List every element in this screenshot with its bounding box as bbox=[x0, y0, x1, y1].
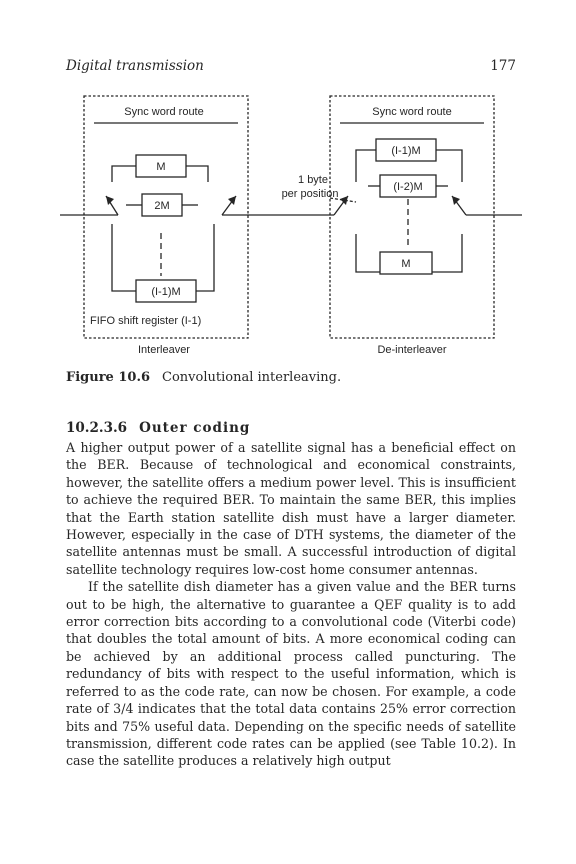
interleaver-cell-2 bbox=[141, 193, 183, 217]
deinterleaver-cell-2 bbox=[379, 174, 437, 198]
deinterleaver-sync-label: Sync word route bbox=[372, 106, 451, 118]
deinterleaver-cell-1-label: (I-1)M bbox=[391, 145, 420, 157]
deinterleaver-input-arrowhead bbox=[340, 196, 348, 205]
deinterleaver-cell-2-label: (I-2)M bbox=[393, 181, 422, 193]
deinterleaver-frame bbox=[329, 95, 495, 339]
interleaver-frame bbox=[83, 95, 249, 339]
running-head-title: Digital transmission bbox=[66, 58, 204, 74]
fifo-label: FIFO shift register (I-1) bbox=[90, 315, 201, 327]
section-title: Outer coding bbox=[139, 420, 251, 436]
interleaver-cell-3 bbox=[135, 279, 197, 303]
deinterleaver-cell-1 bbox=[375, 138, 437, 162]
annotation-line-1: 1 byte bbox=[298, 174, 328, 186]
interleaver-sync-label: Sync word route bbox=[124, 106, 203, 118]
interleaver-cell-2-label: 2M bbox=[154, 200, 169, 212]
output-commutator-arrowhead bbox=[228, 196, 236, 205]
paragraph: If the satellite dish diameter has a giv… bbox=[66, 579, 516, 769]
section-number: 10.2.3.6 bbox=[66, 420, 128, 436]
deinterleaver-output-arrowhead bbox=[452, 196, 460, 205]
page-number: 177 bbox=[490, 58, 516, 74]
annotation-leader bbox=[329, 197, 357, 203]
interleaver-caption-label: Interleaver bbox=[138, 344, 190, 356]
figure-caption: Figure 10.6 Convolutional interleaving. bbox=[66, 370, 341, 385]
paragraph: A higher output power of a satellite sig… bbox=[66, 440, 516, 577]
figure-caption-text: Convolutional interleaving. bbox=[162, 370, 342, 385]
interleaver-route-3-right bbox=[196, 224, 215, 292]
interleaver-route-1-left bbox=[111, 165, 136, 182]
running-head: Digital transmission 177 bbox=[66, 58, 516, 78]
figure-number: Figure 10.6 bbox=[66, 370, 151, 385]
body-text: A higher output power of a satellite sig… bbox=[66, 439, 516, 770]
deinterleaver-caption-label: De-interleaver bbox=[377, 344, 446, 356]
section-heading: 10.2.3.6 Outer coding bbox=[66, 420, 250, 436]
interleaver-route-1-right bbox=[186, 165, 209, 182]
deinterleaver-cell-3-label: M bbox=[401, 258, 410, 270]
interleaver-cell-1 bbox=[135, 154, 187, 178]
deinterleaver-route-3-left bbox=[355, 234, 380, 273]
convolutional-interleaving-diagram: Sync word route M 2M (I-1)M FIFO shift r… bbox=[60, 95, 522, 356]
interleaver-cell-1-label: M bbox=[156, 161, 165, 173]
deinterleaver-route-1-left bbox=[355, 149, 376, 182]
interleaver-cell-3-label: (I-1)M bbox=[151, 286, 180, 298]
annotation-line-2: per position bbox=[282, 188, 339, 200]
deinterleaver-route-1-right bbox=[436, 149, 463, 182]
deinterleaver-route-3-right bbox=[432, 234, 463, 273]
interleaver-route-3-left bbox=[111, 224, 136, 292]
input-commutator-arrowhead bbox=[106, 196, 114, 205]
deinterleaver-cell-3 bbox=[379, 251, 433, 275]
